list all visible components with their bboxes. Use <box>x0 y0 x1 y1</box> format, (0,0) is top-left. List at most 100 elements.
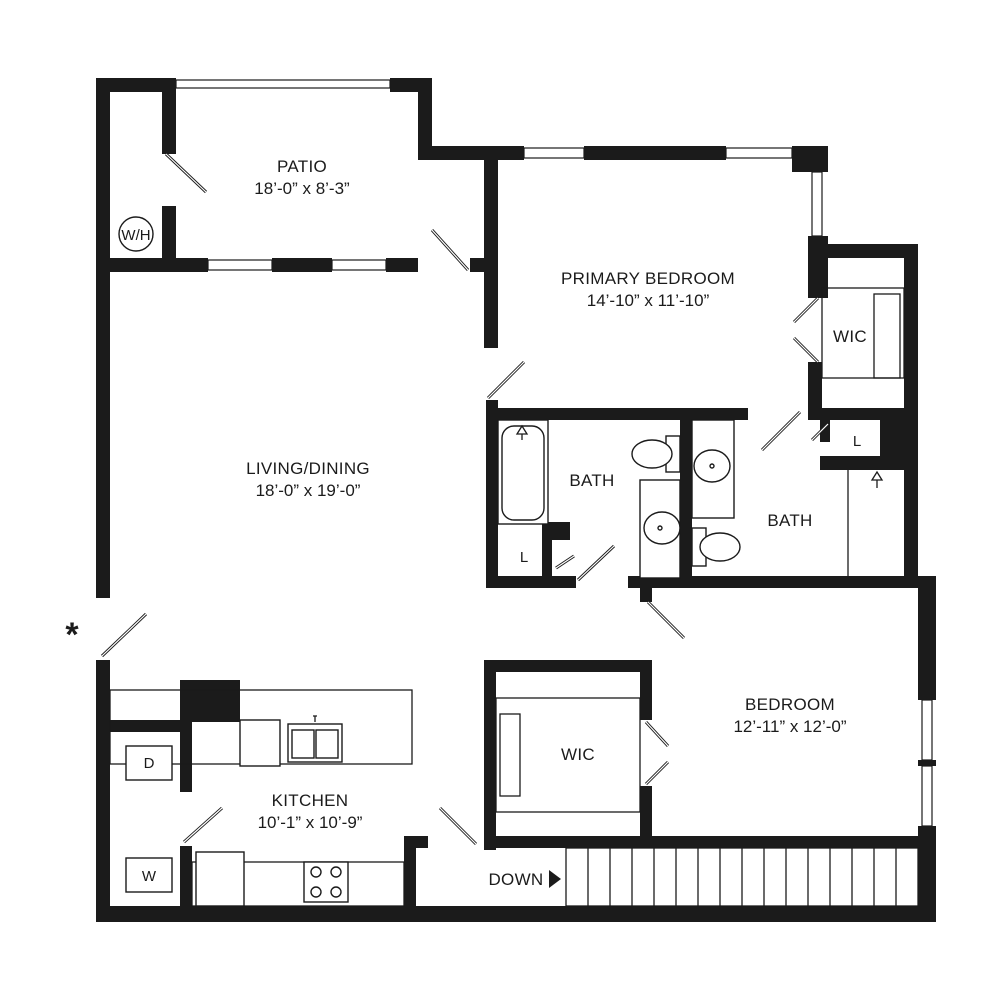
living-window-2 <box>331 259 387 271</box>
patio-bottom-wall-left <box>96 258 208 272</box>
bedroom-bottom-wall <box>484 836 936 848</box>
linen-closet-block <box>880 408 918 458</box>
kitchen-counter <box>191 861 405 907</box>
living-window-1 <box>207 259 273 271</box>
kitchen-left-wall <box>96 660 110 922</box>
wic-bedroom-door-lower <box>644 760 670 786</box>
wh-closet-door <box>164 152 208 194</box>
patio-opening <box>175 79 391 89</box>
living-left-wall <box>96 268 110 598</box>
patio-top-wall-left <box>96 78 176 92</box>
wic-primary-shelf <box>821 287 905 379</box>
bedroom-size: 12’-11” x 12’-0” <box>733 717 846 736</box>
living-primary-wall <box>484 146 498 348</box>
bathtub-icon <box>497 419 549 525</box>
bath-left-wall <box>486 400 498 586</box>
bath-bottom-wall-right <box>628 576 918 588</box>
dryer-label: D <box>144 755 155 772</box>
linen-closet-bottom <box>820 456 910 470</box>
primary-bedroom-size: 14’-10” x 11’-10” <box>587 291 710 310</box>
walls <box>96 78 936 922</box>
bath-2-name: BATH <box>767 511 812 530</box>
bedroom-right-wall-upper <box>918 576 936 700</box>
bedroom-name: BEDROOM <box>745 695 835 714</box>
sink-icon <box>639 479 681 579</box>
linen-1-label: L <box>520 549 528 566</box>
kitchen-sink <box>287 715 343 763</box>
washer-label: W <box>142 868 157 885</box>
living-dining-size: 18’-0” x 19’-0” <box>256 481 361 500</box>
dishwasher <box>239 719 281 767</box>
wic-bedroom-right-wall-upper <box>640 660 652 720</box>
shower-head-icon <box>847 470 884 576</box>
primary-window-2 <box>725 147 793 159</box>
linen-closet-2-door <box>810 422 830 442</box>
laundry-top-wall <box>96 720 192 732</box>
wic-primary-door-upper <box>792 296 820 324</box>
laundry-right-wall-lower <box>180 846 192 910</box>
patio-size: 18’-0” x 8’-3” <box>254 179 350 198</box>
water-heater-label: W/H <box>121 227 150 244</box>
living-dining-name: LIVING/DINING <box>246 459 370 478</box>
patio-right-wall <box>418 78 432 160</box>
bath-linen-divider <box>542 522 552 580</box>
laundry-door <box>182 806 224 844</box>
linen-2-label: L <box>853 433 861 450</box>
primary-window-1 <box>523 147 585 159</box>
bottom-outer-wall <box>96 906 936 922</box>
wic-bedroom-left-wall <box>484 660 496 850</box>
bedroom-window-2 <box>921 765 933 827</box>
washer <box>125 857 173 893</box>
toilet-icon-2 <box>691 527 741 567</box>
primary-window-3 <box>811 171 823 237</box>
bedroom-window-mullion <box>918 760 936 766</box>
bath-2-door <box>760 410 802 452</box>
wic-bedroom-rod <box>499 713 521 797</box>
bath-1-inner-door <box>576 544 616 582</box>
patio-name: PATIO <box>277 157 327 176</box>
primary-top-wall-mid <box>584 146 726 160</box>
patio-left-wall <box>96 78 110 268</box>
patio-bottom-wall-mid <box>272 258 332 272</box>
kitchen-column <box>180 680 240 722</box>
bedroom-window-1 <box>921 699 933 761</box>
patio-door <box>430 228 470 272</box>
primary-bedroom-name: PRIMARY BEDROOM <box>561 269 735 288</box>
patio-bottom-wall-right <box>386 258 418 272</box>
dryer <box>125 745 173 781</box>
primary-top-wall-left <box>418 146 524 160</box>
water-heater <box>118 216 154 252</box>
bedroom-right-wall-lower <box>918 826 936 922</box>
bath-bottom-wall-left <box>486 576 576 588</box>
laundry-right-wall-upper <box>180 720 192 792</box>
wic-primary-name: WIC <box>833 327 867 346</box>
kitchen-size: 10’-1” x 10’-9” <box>258 813 363 832</box>
wic-bedroom-top-wall <box>484 660 652 672</box>
stair-door <box>438 806 478 846</box>
stairs-down-label: DOWN <box>488 870 543 889</box>
bath-linen-door <box>555 554 575 570</box>
toilet-icon <box>631 435 681 473</box>
wic-bedroom-right-wall-lower <box>640 786 652 842</box>
bedroom-door <box>646 600 686 640</box>
stairs <box>565 847 919 907</box>
bedroom-door-jamb <box>640 582 652 602</box>
bath-divider-wall <box>680 418 692 580</box>
wic-bedroom-shelf <box>495 697 641 813</box>
entry-marker: * <box>65 616 79 654</box>
labels: PATIO 18’-0” x 8’-3” W/H PRIMARY BEDROOM… <box>65 157 867 889</box>
entry-door <box>100 612 148 658</box>
bath-1-name: BATH <box>569 471 614 490</box>
wic-primary-door-lower <box>792 336 820 364</box>
doors <box>100 152 830 846</box>
living-primary-wall-jog <box>470 258 498 272</box>
fixtures <box>109 216 919 907</box>
wh-closet-wall-upper <box>162 78 176 154</box>
bath-1-door <box>486 360 526 400</box>
wic-primary-left-wall-lower <box>808 362 822 414</box>
sink-icon-2 <box>691 419 735 519</box>
wic-bedroom-name: WIC <box>561 745 595 764</box>
primary-top-wall-corner <box>792 146 828 172</box>
stair-left-wall <box>404 836 416 922</box>
